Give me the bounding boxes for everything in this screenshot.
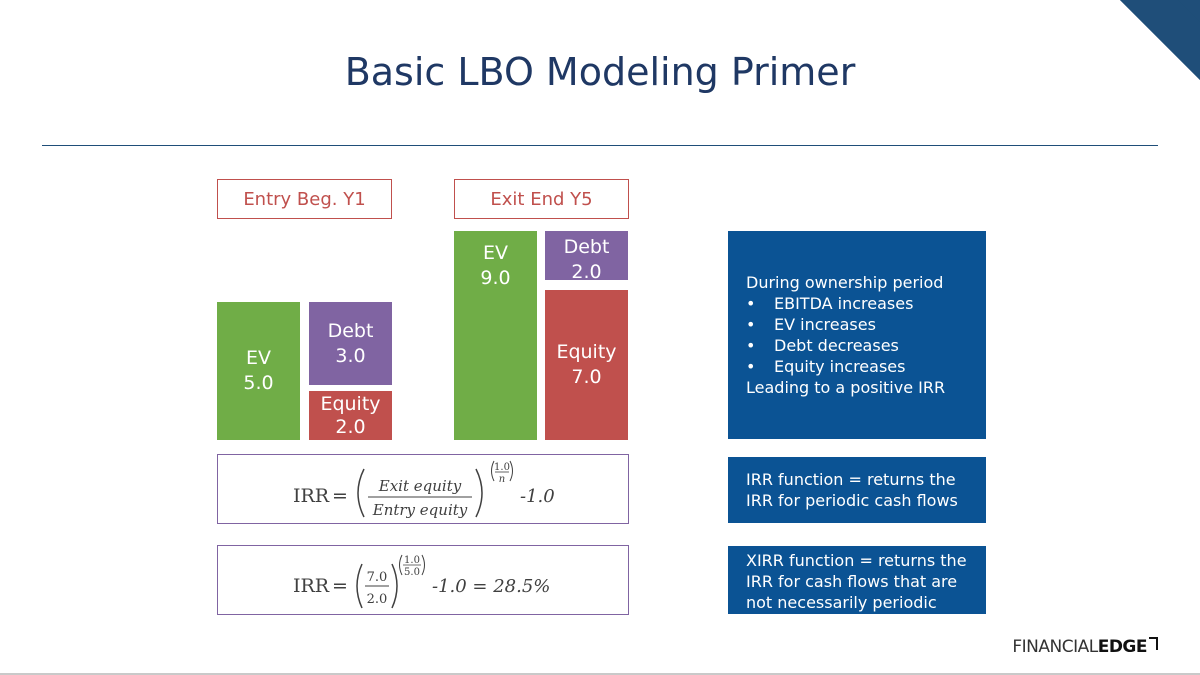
bottom-border xyxy=(0,673,1200,675)
formula2-lhs: IRR xyxy=(293,575,330,597)
ownership-footer: Leading to a positive IRR xyxy=(746,378,946,397)
exit-equity-value: 7.0 xyxy=(571,366,602,388)
irr-formula-example: IRR = 7.0 2.0 1.0 5.0 -1.0 = 28.5% xyxy=(217,545,629,615)
irr-function-line: IRR for periodic cash flows xyxy=(746,491,958,510)
logo-part1: FINANCIAL xyxy=(1012,637,1098,657)
corner-accent xyxy=(1120,0,1200,80)
exit-debt-label: Debt xyxy=(563,236,610,258)
ownership-info-box: During ownership period EBITDA increases… xyxy=(728,231,986,439)
ownership-bullet: EV increases xyxy=(746,314,986,335)
irr-formula-general: IRR = Exit equity Entry equity 1.0 n -1.… xyxy=(217,454,629,524)
exit-ev-label: EV xyxy=(482,242,508,264)
formula1-tail: -1.0 xyxy=(520,486,555,507)
exit-debt-value: 2.0 xyxy=(571,261,602,283)
exit-ev-block: EV 9.0 xyxy=(454,231,537,440)
ownership-bullet: EBITDA increases xyxy=(746,293,986,314)
ownership-bullet: Debt decreases xyxy=(746,335,986,356)
formula2-exp-denominator: 5.0 xyxy=(404,567,420,578)
formula1-open-paren xyxy=(357,468,365,518)
logo-mark-icon xyxy=(1149,637,1158,650)
formula2-close-paren xyxy=(391,563,398,609)
entry-equity-label: Equity xyxy=(320,392,381,415)
xirr-function-line: IRR for cash flows that are xyxy=(746,572,958,591)
xirr-function-box: XIRR function = returns the IRR for cash… xyxy=(728,546,986,614)
formula1-exp-numerator: 1.0 xyxy=(494,462,510,473)
irr-function-line: IRR function = returns the xyxy=(746,470,956,489)
formula2-denominator: 2.0 xyxy=(367,592,388,607)
formula1-close-paren xyxy=(475,468,483,518)
ownership-heading: During ownership period xyxy=(746,273,944,292)
formula1-exp-open-paren xyxy=(491,460,495,482)
formula2-tail: -1.0 = 28.5% xyxy=(432,576,550,597)
formula1-denominator: Entry equity xyxy=(372,501,468,519)
entry-ev-block: EV 5.0 xyxy=(217,302,300,440)
formula2-exp-numerator: 1.0 xyxy=(404,555,420,566)
irr-function-box: IRR function = returns the IRR for perio… xyxy=(728,457,986,523)
exit-debt-block: Debt 2.0 xyxy=(545,231,628,283)
formula2-exp-open-paren xyxy=(399,554,403,576)
entry-equity-block: Equity 2.0 xyxy=(309,391,392,440)
entry-ev-value: 5.0 xyxy=(243,372,274,394)
ownership-bullets: EBITDA increases EV increases Debt decre… xyxy=(746,293,986,377)
irr-formula-general-graphic: IRR = Exit equity Entry equity 1.0 n -1.… xyxy=(293,460,555,519)
entry-equity-value: 2.0 xyxy=(335,415,366,438)
formula1-exp-close-paren xyxy=(509,460,513,482)
logo-part2: EDGE xyxy=(1097,637,1148,657)
formula1-numerator: Exit equity xyxy=(378,477,462,495)
exit-equity-block: Equity 7.0 xyxy=(545,290,628,440)
financial-edge-logo: FINANCIALEDGE xyxy=(1012,637,1158,657)
formula1-equals: = xyxy=(332,485,348,507)
entry-debt-block: Debt 3.0 xyxy=(309,302,392,385)
formula2-equals: = xyxy=(332,575,348,597)
entry-ev-label: EV xyxy=(245,347,271,369)
xirr-function-line: XIRR function = returns the xyxy=(746,551,967,570)
formula2-numerator: 7.0 xyxy=(367,570,388,585)
exit-ev-value: 9.0 xyxy=(480,267,511,289)
formula2-exp-close-paren xyxy=(421,554,425,576)
exit-equity-label: Equity xyxy=(556,341,617,363)
exit-label: Exit End Y5 xyxy=(454,179,629,219)
xirr-function-line: not necessarily periodic xyxy=(746,593,937,612)
entry-debt-value: 3.0 xyxy=(335,344,366,367)
formula1-exp-denominator: n xyxy=(499,474,505,485)
entry-label: Entry Beg. Y1 xyxy=(217,179,392,219)
formula1-lhs: IRR xyxy=(293,485,330,507)
entry-debt-label: Debt xyxy=(327,319,374,342)
title-divider xyxy=(42,145,1158,146)
ownership-bullet: Equity increases xyxy=(746,356,986,377)
formula2-open-paren xyxy=(356,563,363,609)
page-title: Basic LBO Modeling Primer xyxy=(344,50,856,94)
irr-formula-example-graphic: IRR = 7.0 2.0 1.0 5.0 -1.0 = 28.5% xyxy=(293,554,550,609)
